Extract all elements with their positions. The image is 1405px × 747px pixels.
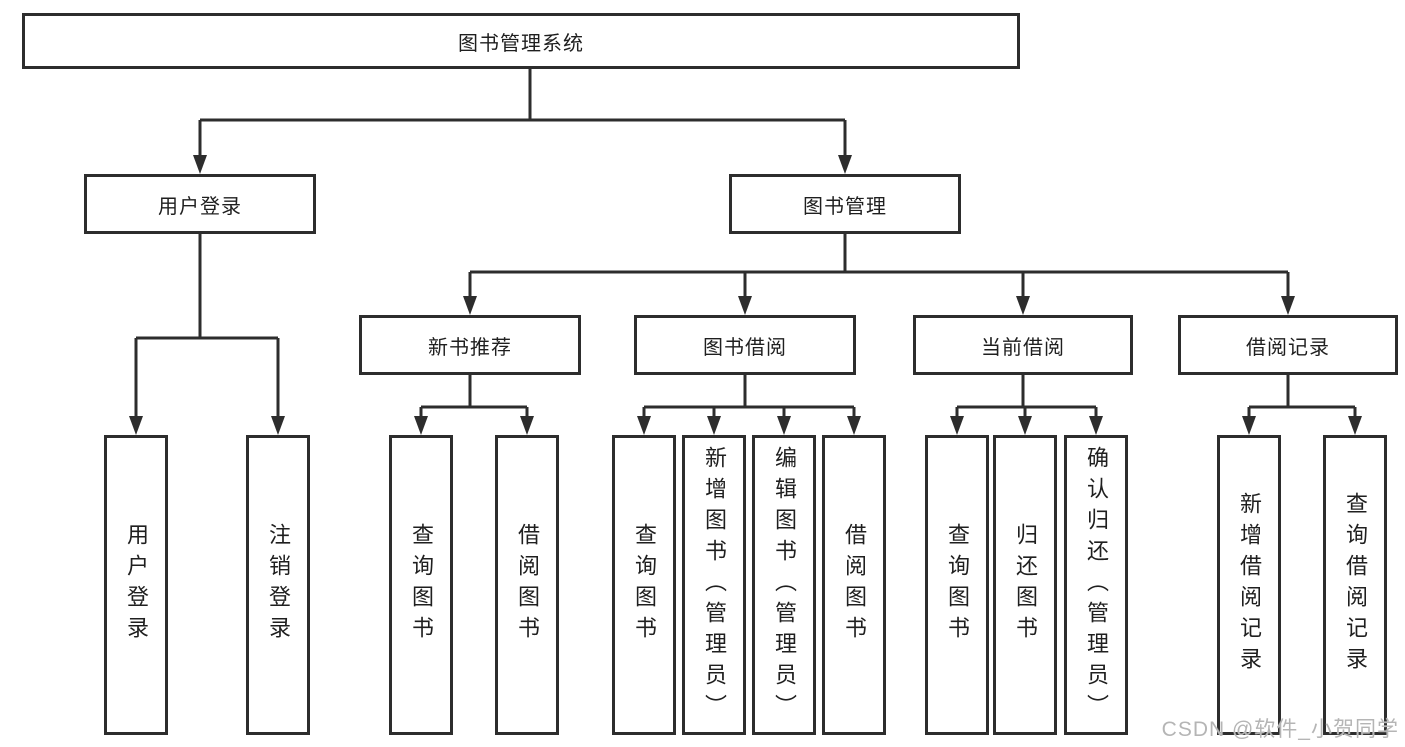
node-library-management-system: 图书管理系统 — [22, 13, 1020, 69]
leaf-return-books: 归还图书 — [993, 435, 1057, 735]
node-label: 编辑图书（管理员） — [772, 445, 797, 725]
node-label: 查询图书 — [945, 523, 970, 647]
node-borrowing-records: 借阅记录 — [1178, 315, 1398, 375]
leaf-borrow-books: 借阅图书 — [822, 435, 886, 735]
leaf-add-borrow-record: 新增借阅记录 — [1217, 435, 1281, 735]
node-label: 借阅图书 — [515, 523, 540, 647]
node-new-book-recommend: 新书推荐 — [359, 315, 581, 375]
node-label: 图书借阅 — [703, 336, 787, 359]
arrowheads — [129, 155, 1362, 435]
leaf-query-books-current: 查询图书 — [925, 435, 989, 735]
leaf-query-books-recommend: 查询图书 — [389, 435, 453, 735]
node-book-borrowing: 图书借阅 — [634, 315, 856, 375]
node-label: 用户登录 — [158, 195, 242, 218]
node-book-management: 图书管理 — [729, 174, 961, 234]
node-label: 图书管理 — [803, 195, 887, 218]
leaf-borrow-books-recommend: 借阅图书 — [495, 435, 559, 735]
leaf-edit-books-admin: 编辑图书（管理员） — [752, 435, 816, 735]
node-label: 新增借阅记录 — [1237, 492, 1262, 678]
node-label: 借阅记录 — [1246, 336, 1330, 359]
node-label: 新书推荐 — [428, 336, 512, 359]
node-label: 用户登录 — [124, 523, 149, 647]
leaf-query-borrow-record: 查询借阅记录 — [1323, 435, 1387, 735]
node-label: 图书管理系统 — [458, 32, 584, 55]
leaf-query-books-borrowing: 查询图书 — [612, 435, 676, 735]
node-user-login: 用户登录 — [84, 174, 316, 234]
node-current-borrowing: 当前借阅 — [913, 315, 1133, 375]
leaf-logout: 注销登录 — [246, 435, 310, 735]
leaf-user-login: 用户登录 — [104, 435, 168, 735]
node-label: 归还图书 — [1013, 523, 1038, 647]
leaf-add-books-admin: 新增图书（管理员） — [682, 435, 746, 735]
node-label: 注销登录 — [266, 523, 291, 647]
node-label: 确认归还（管理员） — [1084, 445, 1109, 725]
leaf-confirm-return-admin: 确认归还（管理员） — [1064, 435, 1128, 735]
node-label: 当前借阅 — [981, 336, 1065, 359]
csdn-watermark: CSDN @软件_小贺同学 — [1161, 718, 1399, 741]
node-label: 新增图书（管理员） — [702, 445, 727, 725]
node-label: 查询图书 — [632, 523, 657, 647]
node-label: 查询图书 — [409, 523, 434, 647]
node-label: 查询借阅记录 — [1343, 492, 1368, 678]
node-label: 借阅图书 — [842, 523, 867, 647]
